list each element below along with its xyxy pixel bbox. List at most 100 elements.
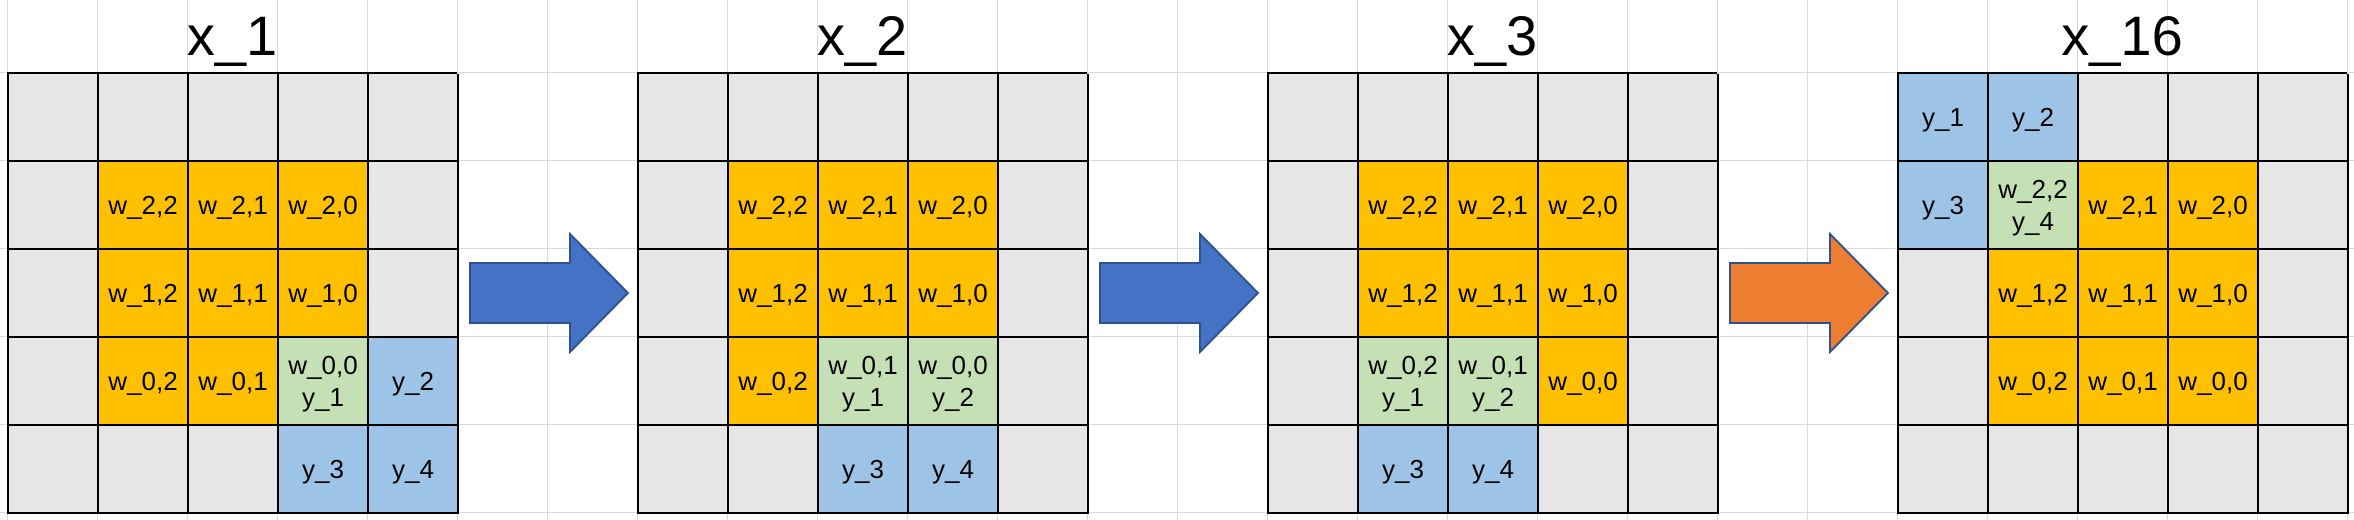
cell-label: y_2 xyxy=(1472,382,1514,412)
kernel-weight-cell: w_0,1 xyxy=(189,338,279,426)
cell-label: y_4 xyxy=(2012,206,2054,236)
cell-label: y_2 xyxy=(932,382,974,412)
panel-title: x_3 xyxy=(1446,4,1538,67)
cell-label: y_3 xyxy=(842,453,884,484)
cell-label: w_0,0 xyxy=(918,349,988,380)
cell-label: w_0,2 xyxy=(1368,349,1438,380)
empty-cell xyxy=(2259,250,2349,338)
cell-label: w_2,1 xyxy=(2088,189,2158,220)
empty-cell xyxy=(9,338,99,426)
empty-cell xyxy=(999,162,1089,250)
empty-cell xyxy=(9,162,99,250)
panel-title: x_16 xyxy=(2061,4,2183,67)
cell-label: w_2,2 xyxy=(1368,189,1438,220)
kernel-weight-cell: w_1,2 xyxy=(729,250,819,338)
kernel-weight-cell: w_2,0 xyxy=(279,162,369,250)
right-arrow-icon xyxy=(1099,232,1260,354)
empty-cell xyxy=(1899,338,1989,426)
empty-cell xyxy=(2169,426,2259,514)
kernel-weight-cell: w_2,1 xyxy=(1449,162,1539,250)
kernel-weight-cell: w_0,2 xyxy=(729,338,819,426)
kernel-weight-cell: w_1,1 xyxy=(819,250,909,338)
kernel-weight-cell: w_0,2 xyxy=(1989,338,2079,426)
output-cell: y_2 xyxy=(369,338,459,426)
empty-cell xyxy=(639,74,729,162)
cell-label: w_2,1 xyxy=(1458,189,1528,220)
empty-cell xyxy=(729,74,819,162)
empty-cell xyxy=(1629,162,1719,250)
cell-label: y_1 xyxy=(1382,382,1424,412)
kernel-weight-cell: w_2,2 xyxy=(729,162,819,250)
cell-label: w_0,2 xyxy=(1998,365,2068,396)
empty-cell xyxy=(999,250,1089,338)
cell-label: w_0,0 xyxy=(1548,365,1618,396)
kernel-weight-cell: w_2,2 xyxy=(1359,162,1449,250)
empty-cell xyxy=(1899,426,1989,514)
cell-label: w_2,2 xyxy=(108,189,178,220)
cell-label: y_3 xyxy=(1922,189,1964,220)
cell-label: w_1,1 xyxy=(1458,277,1528,308)
cell-label: y_4 xyxy=(392,453,434,484)
output-cell: y_3 xyxy=(1359,426,1449,514)
empty-cell xyxy=(1539,426,1629,514)
kernel-weight-cell: w_2,1 xyxy=(189,162,279,250)
empty-cell xyxy=(1449,74,1539,162)
empty-cell xyxy=(729,426,819,514)
empty-cell xyxy=(2079,74,2169,162)
empty-cell xyxy=(1269,250,1359,338)
empty-cell xyxy=(369,74,459,162)
output-cell: y_4 xyxy=(369,426,459,514)
kernel-weight-cell: w_2,0 xyxy=(909,162,999,250)
kernel-weight-cell: w_1,0 xyxy=(279,250,369,338)
cell-label: w_2,0 xyxy=(918,189,988,220)
empty-cell xyxy=(2259,338,2349,426)
empty-cell xyxy=(1269,426,1359,514)
right-arrow-icon xyxy=(469,232,630,354)
empty-cell xyxy=(2259,74,2349,162)
panel-title: x_1 xyxy=(186,4,278,67)
cell-label: w_0,0 xyxy=(288,349,358,380)
kernel-weight-cell: w_0,0 xyxy=(1539,338,1629,426)
output-cell: y_3 xyxy=(279,426,369,514)
cell-label: w_1,0 xyxy=(288,277,358,308)
cell-label: w_2,1 xyxy=(828,189,898,220)
output-cell: y_4 xyxy=(1449,426,1539,514)
empty-cell xyxy=(1989,426,2079,514)
cell-label: y_4 xyxy=(932,453,974,484)
empty-cell xyxy=(1899,250,1989,338)
empty-cell xyxy=(999,338,1089,426)
empty-cell xyxy=(369,250,459,338)
cell-label: w_0,1 xyxy=(2088,365,2158,396)
empty-cell xyxy=(909,74,999,162)
cell-label: w_0,1 xyxy=(198,365,268,396)
empty-cell xyxy=(999,74,1089,162)
cell-label: w_1,2 xyxy=(1998,277,2068,308)
kernel-weight-cell: w_0,2 xyxy=(99,338,189,426)
cell-label: w_0,1 xyxy=(828,349,898,380)
empty-cell xyxy=(2259,162,2349,250)
kernel-weight-cell: w_2,2 xyxy=(99,162,189,250)
empty-cell xyxy=(1629,74,1719,162)
empty-cell xyxy=(639,250,729,338)
cell-label: w_1,0 xyxy=(2178,277,2248,308)
cell-label: y_1 xyxy=(302,382,344,412)
cell-label: w_2,2 xyxy=(738,189,808,220)
empty-cell xyxy=(639,426,729,514)
cell-label: y_1 xyxy=(842,382,884,412)
cell-label: w_1,1 xyxy=(2088,277,2158,308)
empty-cell xyxy=(2259,426,2349,514)
cell-label: w_1,0 xyxy=(918,277,988,308)
kernel-weight-cell: w_1,0 xyxy=(2169,250,2259,338)
empty-cell xyxy=(2169,74,2259,162)
cell-label: w_1,1 xyxy=(198,277,268,308)
